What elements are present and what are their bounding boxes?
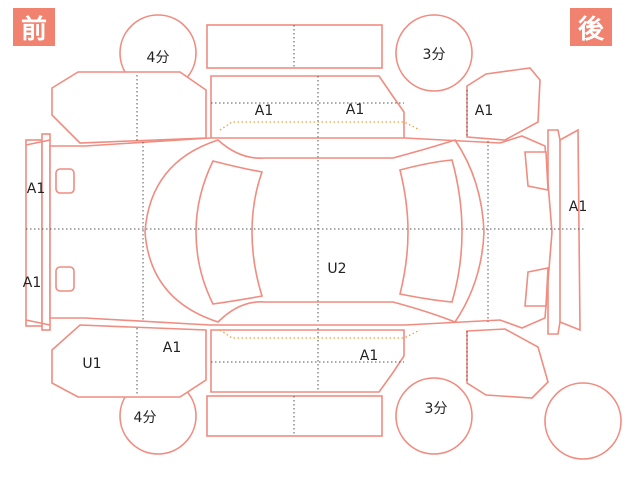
left-door-panel xyxy=(210,75,405,141)
headlight-top xyxy=(55,168,75,194)
taillight-top xyxy=(524,151,549,191)
damage-front-bumper-lower: A1 xyxy=(22,275,42,291)
damage-right-front-door: A1 xyxy=(162,340,182,356)
cabin-outline xyxy=(144,139,485,323)
damage-left-front-door: A1 xyxy=(254,103,274,119)
tire-rear-right xyxy=(395,377,473,455)
car-body xyxy=(49,135,553,329)
tire-rear-right-label: 3分 xyxy=(424,401,448,417)
headlight-bottom xyxy=(55,266,75,292)
damage-roof: U2 xyxy=(327,261,347,277)
front-bumper-strip xyxy=(41,133,51,331)
rear-label-badge: 後 xyxy=(570,8,612,46)
right-front-fender-panel xyxy=(51,324,207,398)
rear-window xyxy=(399,159,463,303)
left-rear-fender-panel xyxy=(466,67,541,141)
right-rear-fender-panel xyxy=(466,328,549,399)
taillight-bottom xyxy=(524,267,549,307)
tire-front-right-label: 4分 xyxy=(133,410,157,426)
damage-left-rear-fender: A1 xyxy=(474,103,494,119)
spare-tire xyxy=(544,382,622,460)
front-bumper xyxy=(25,139,43,327)
tire-rear-left xyxy=(395,14,473,92)
damage-left-rear-door: A1 xyxy=(345,102,365,118)
front-label-badge: 前 xyxy=(13,8,55,46)
damage-right-front-fender: U1 xyxy=(82,356,102,372)
damage-front-bumper-upper: A1 xyxy=(26,181,46,197)
left-front-fender-panel xyxy=(51,71,207,144)
windshield xyxy=(195,160,264,305)
tire-front-left-label: 4分 xyxy=(146,50,170,66)
damage-right-rear-door: A1 xyxy=(359,348,379,364)
rear-bumper xyxy=(547,128,581,335)
tire-rear-left-label: 3分 xyxy=(422,47,446,63)
right-door-panel xyxy=(210,329,405,393)
damage-rear-bumper: A1 xyxy=(568,199,588,215)
